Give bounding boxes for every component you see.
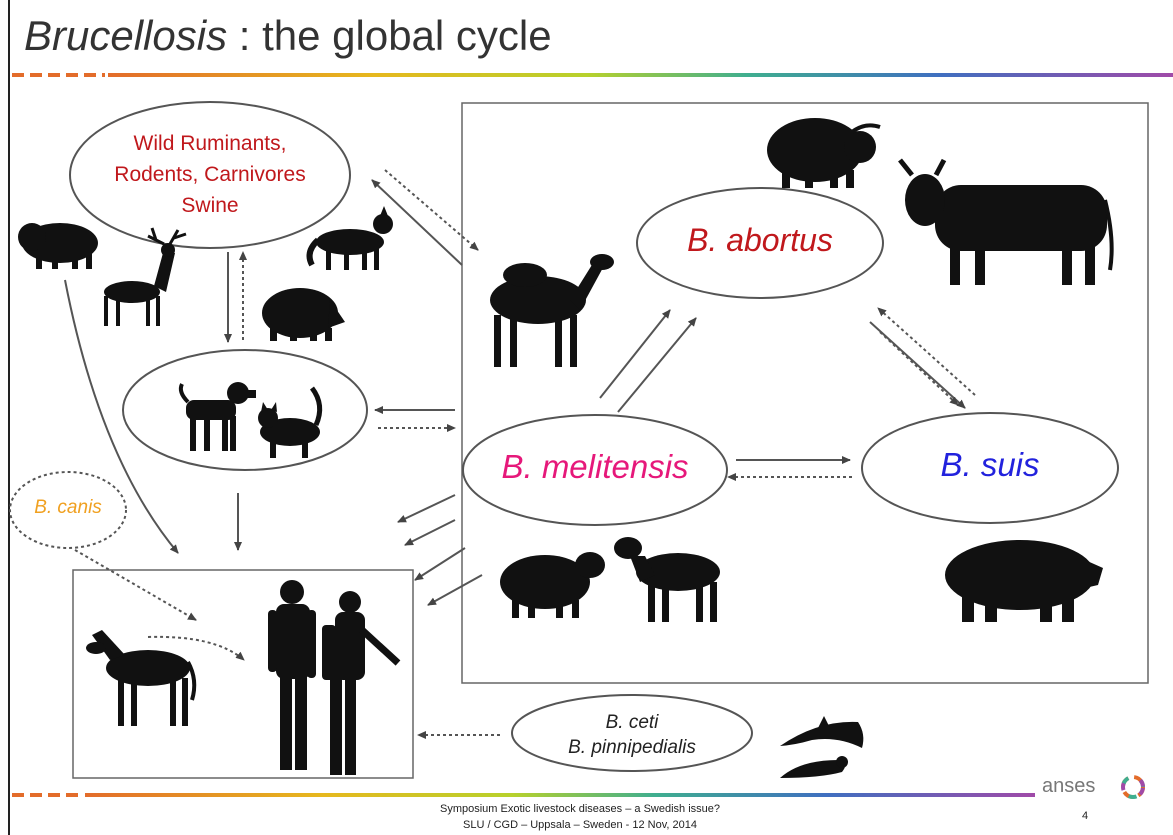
cattle-icon	[898, 158, 1114, 285]
anses-logo-text: anses	[1042, 775, 1096, 797]
humans-icon	[268, 580, 401, 775]
seal-icon	[780, 756, 848, 778]
canis-label: B. canis	[34, 497, 102, 518]
title-rest: : the global cycle	[227, 12, 552, 59]
canis-ellipse	[9, 471, 127, 549]
abortus-label: B. abortus	[687, 222, 833, 258]
wild-hosts-line-2: Rodents, Carnivores	[114, 163, 306, 186]
boar-icon	[262, 288, 345, 341]
pets-ellipse	[122, 349, 368, 471]
fox-icon	[306, 206, 393, 270]
arrow-canis-to-humans	[74, 549, 197, 621]
yak-icon	[767, 118, 881, 188]
bison-icon	[18, 223, 98, 269]
wild-hosts-line-3: Swine	[181, 194, 239, 217]
footer-line-2: SLU / CGD – Uppsala – Sweden - 12 Nov, 2…	[463, 819, 697, 831]
arrow-livestock-to-humans-2	[404, 519, 456, 546]
suis-ellipse	[861, 412, 1119, 524]
sheep-icon	[500, 552, 605, 618]
arrow-livestock-to-wild	[371, 179, 463, 266]
dog-icon	[178, 382, 256, 451]
livestock-box	[461, 102, 1149, 684]
arrow-horse-to-humans	[147, 635, 245, 661]
deer-icon	[104, 227, 187, 326]
camel-icon	[490, 254, 614, 367]
footer-line-1: Symposium Exotic livestock diseases – a …	[439, 803, 720, 815]
marine-line-1: B. ceti	[605, 712, 659, 733]
arrow-wild-to-livestock	[384, 169, 479, 251]
arrow-melitensis-to-abortus-1	[599, 309, 671, 399]
title-italic: Brucellosis	[24, 12, 228, 59]
footer-rainbow-bar	[85, 793, 1035, 797]
pig-icon	[945, 540, 1103, 622]
arrow-melitensis-to-abortus-2	[617, 317, 697, 413]
goat-icon	[614, 537, 720, 622]
human-box	[72, 569, 414, 779]
suis-label: B. suis	[940, 446, 1040, 483]
cat-icon	[258, 386, 323, 458]
page-number: 4	[1082, 810, 1089, 822]
arrow-suis-to-abortus	[877, 307, 976, 396]
arrow-bison-to-humans	[64, 279, 179, 554]
arrow-livestock-to-humans-3	[414, 547, 466, 581]
horse-icon	[86, 630, 197, 726]
marine-label: B. ceti B. pinnipedialis	[512, 710, 752, 760]
wild-hosts-line-1: Wild Ruminants,	[133, 132, 287, 155]
arrow-livestock-to-humans-1	[397, 494, 456, 523]
header-rainbow-bar	[108, 73, 1173, 77]
wild-hosts-label: Wild Ruminants, Rodents, Carnivores Swin…	[75, 128, 345, 221]
melitensis-label: B. melitensis	[501, 448, 689, 485]
slide-title: Brucellosis : the global cycle	[24, 12, 552, 60]
arrow-livestock-to-humans-4	[427, 574, 483, 606]
marine-line-2: B. pinnipedialis	[568, 737, 696, 758]
wild-hosts-ellipse	[69, 101, 351, 249]
arrow-abortus-to-suis	[869, 321, 966, 409]
marine-ellipse	[511, 694, 753, 772]
melitensis-ellipse	[462, 414, 728, 526]
abortus-ellipse	[636, 187, 884, 299]
dolphin-icon	[780, 716, 864, 748]
anses-logo-icon	[1121, 775, 1145, 799]
